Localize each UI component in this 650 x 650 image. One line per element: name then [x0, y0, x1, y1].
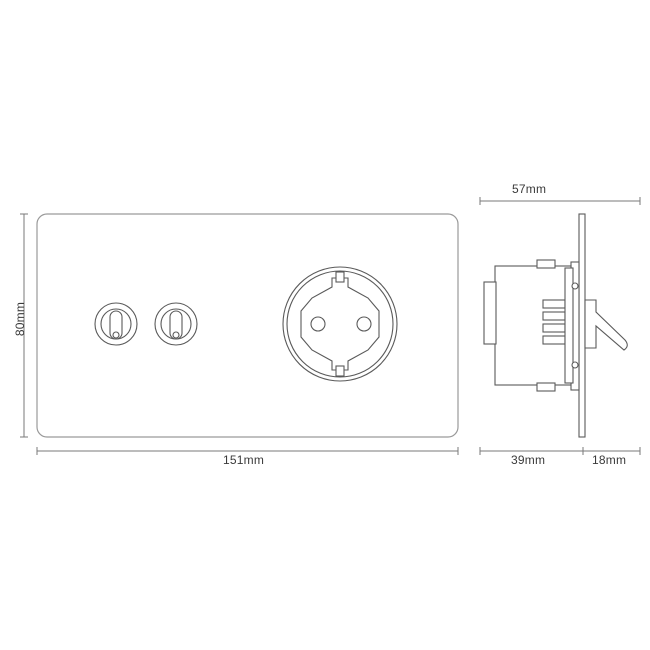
side-dimensions	[479, 197, 641, 455]
toggle-lever	[584, 299, 628, 351]
toggle-switch-left	[94, 302, 138, 346]
side-view	[483, 213, 628, 438]
front-dimensions	[20, 213, 459, 455]
side-plate-edge	[578, 213, 586, 438]
schuko-socket	[282, 266, 398, 382]
side-body-depth-label: 39mm	[511, 453, 546, 467]
plate-width-label: 151mm	[223, 453, 265, 467]
plate-height-label: 80mm	[13, 301, 27, 337]
toggle-switch-right	[154, 302, 198, 346]
side-front-depth-label: 18mm	[592, 453, 627, 467]
side-total-depth-label: 57mm	[512, 182, 547, 196]
front-view	[36, 213, 459, 438]
